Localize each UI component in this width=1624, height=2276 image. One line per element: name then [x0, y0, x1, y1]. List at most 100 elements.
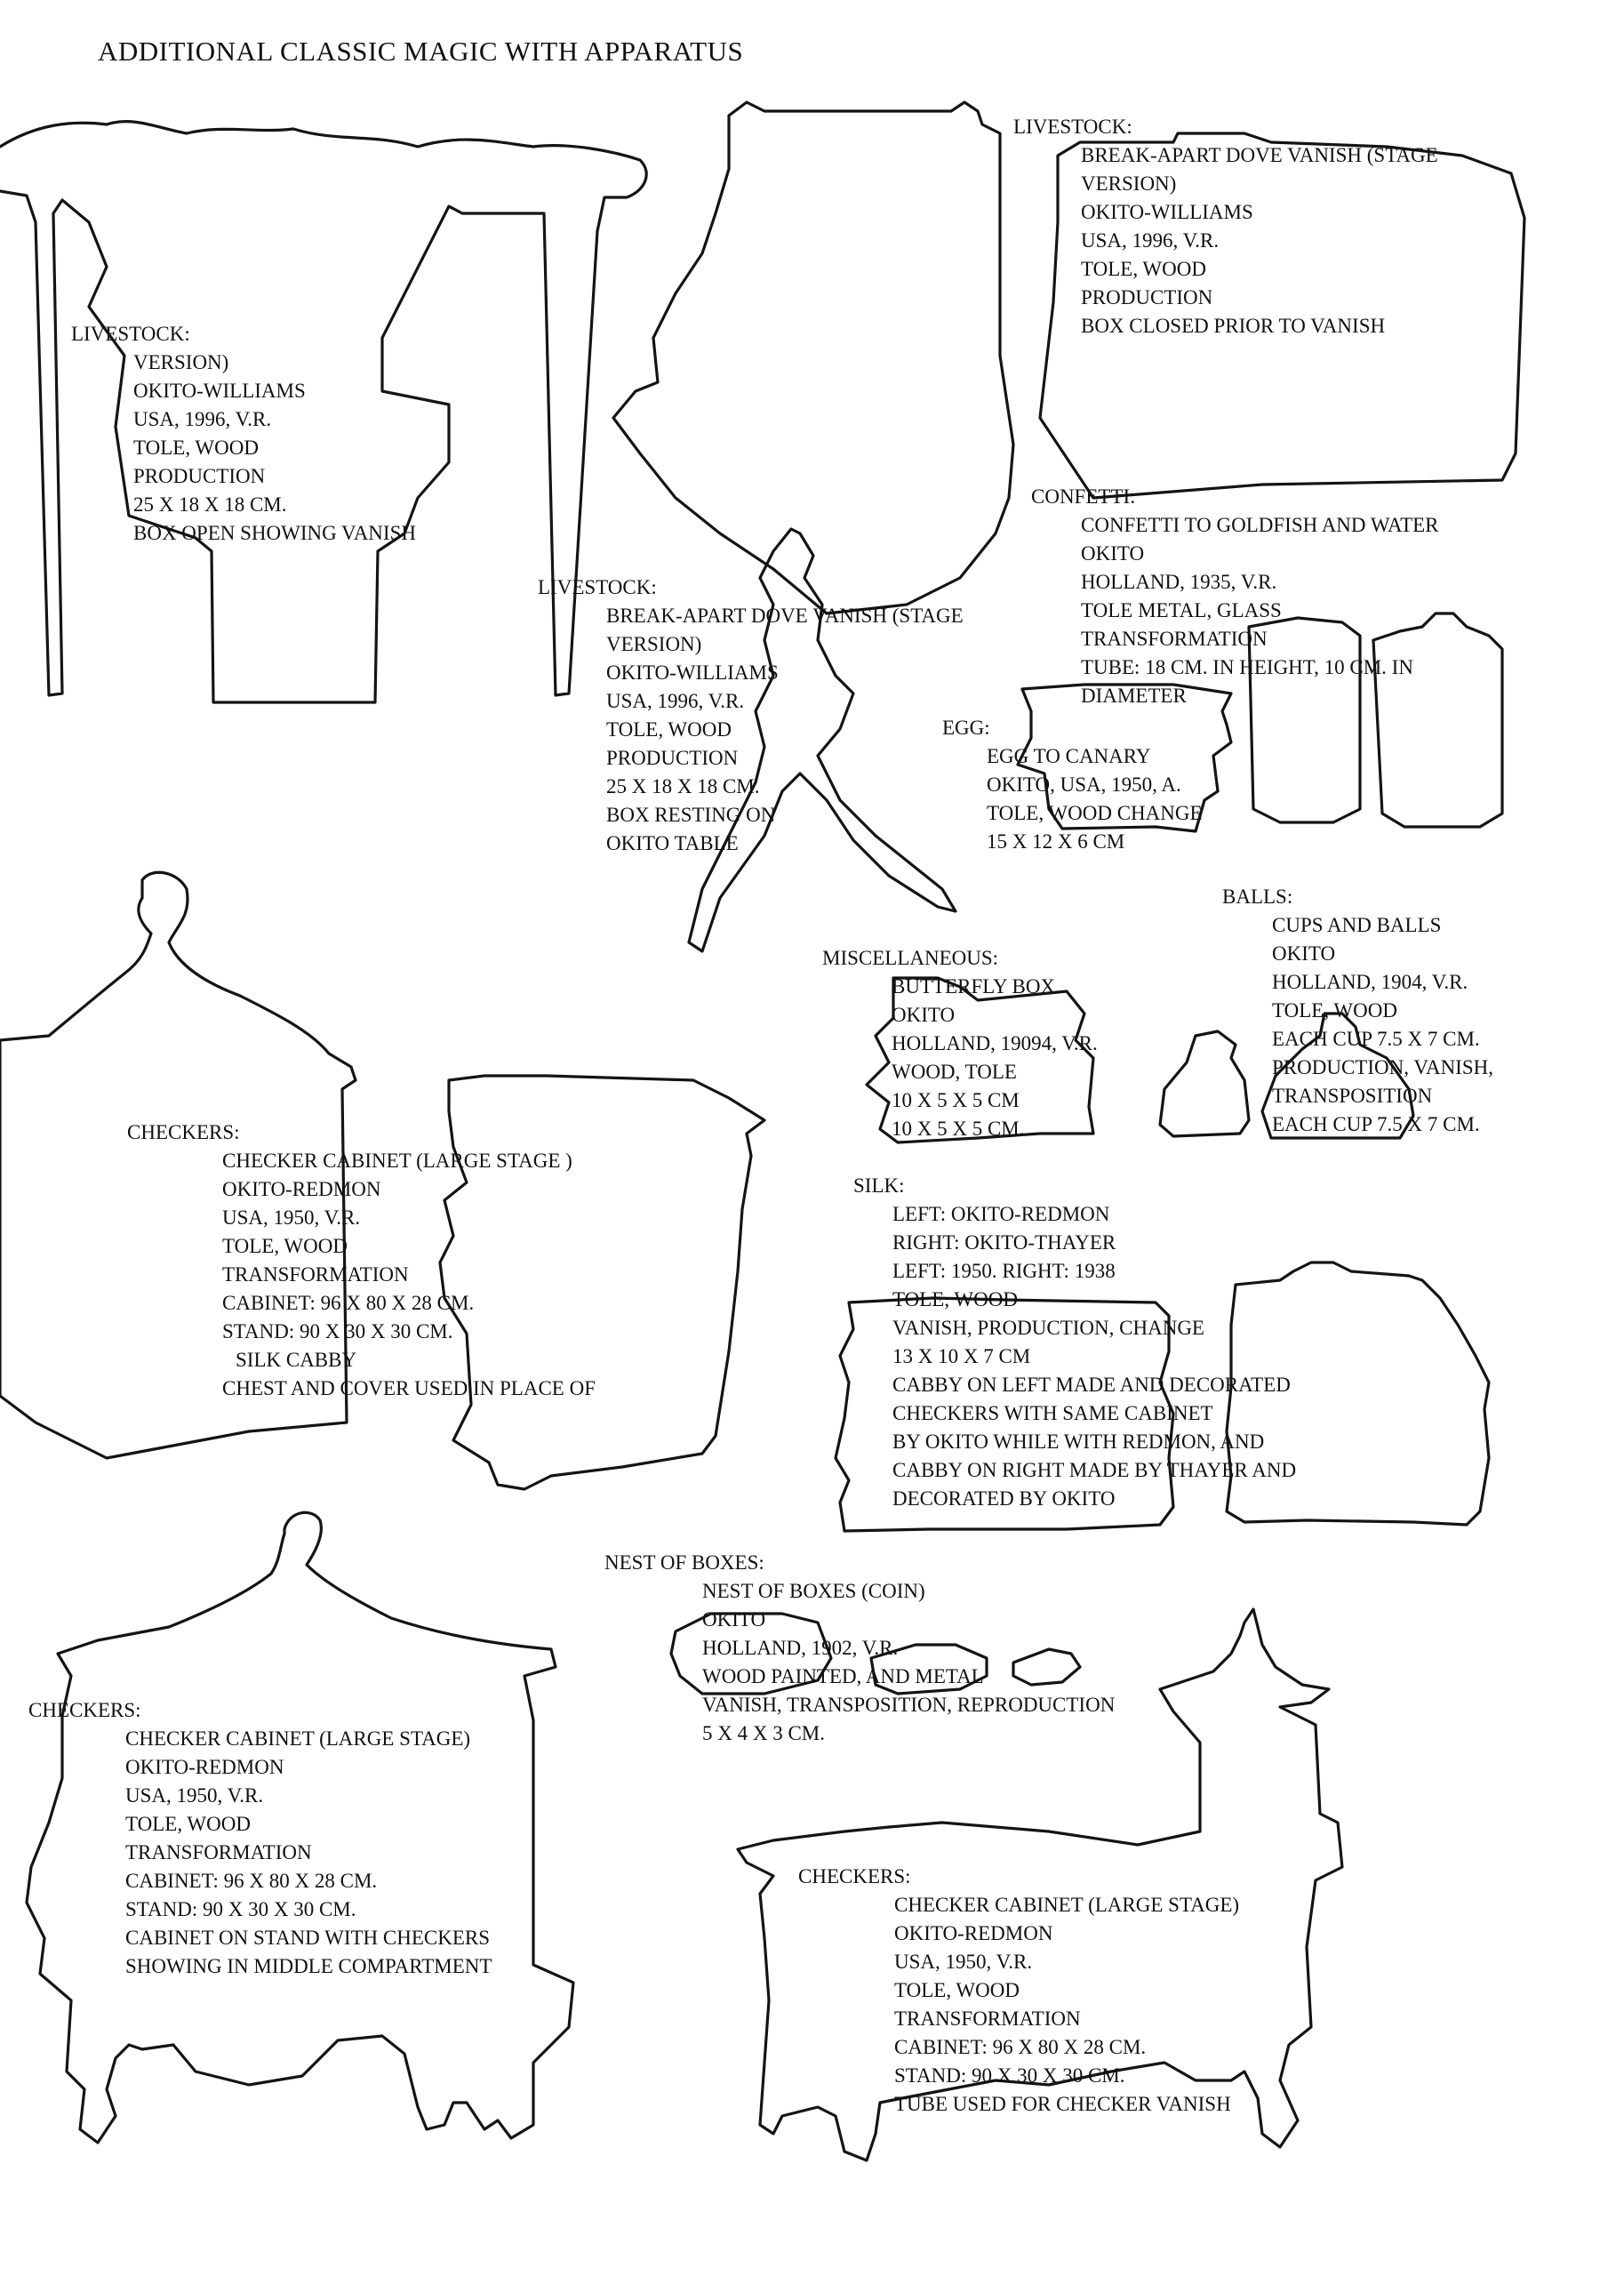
entry-line: TOLE, WOOD: [133, 437, 259, 459]
confetti-tube-left-outline: [1247, 616, 1362, 824]
entry-line: BREAK-APART DOVE VANISH (STAGE: [606, 605, 964, 627]
entry-line: VERSION): [606, 633, 702, 655]
entry-balls: BALLS: CUPS AND BALLS OKITO HOLLAND, 190…: [1222, 883, 1493, 1139]
confetti-tube-right-outline: [1372, 612, 1504, 829]
entry-line: BUTTERFLY BOX: [892, 975, 1056, 998]
cup-right-outline: [1260, 1012, 1415, 1140]
entry-line: PRODUCTION: [1081, 286, 1213, 309]
entry-details: LEFT: OKITO-REDMON RIGHT: OKITO-THAYER L…: [892, 1200, 1296, 1513]
entry-details: NEST OF BOXES (COIN) OKITO HOLLAND, 1902…: [702, 1577, 1115, 1748]
entry-line: USA, 1996, V.R.: [133, 408, 272, 430]
entry-line: EACH CUP 7.5 X 7 CM.: [1272, 1028, 1480, 1050]
entry-line: TUBE USED FOR CHECKER VANISH: [894, 2093, 1231, 2115]
silk-cabby-right-outline: [1225, 1261, 1491, 1527]
entry-line: HOLLAND, 1904, V.R.: [1272, 971, 1468, 993]
entry-details: CONFETTI TO GOLDFISH AND WATER OKITO HOL…: [1081, 511, 1439, 710]
butterfly-box-outline: [865, 976, 1095, 1144]
entry-line: HOLLAND, 1902, V.R.: [702, 1637, 899, 1659]
entry-category: CHECKERS:: [798, 1865, 911, 1887]
bottom-right-cabinet-outline: [736, 1607, 1344, 2162]
entry-details: EGG TO CANARY OKITO, USA, 1950, A. TOLE,…: [987, 742, 1203, 856]
nest-box-medium-outline: [869, 1643, 988, 1695]
entry-line: OKITO-REDMON: [125, 1756, 284, 1778]
entry-category: CONFETTI:: [1031, 485, 1136, 508]
entry-line: CABINET: 96 X 80 X 28 CM.: [222, 1292, 475, 1314]
entry-category: BALLS:: [1222, 886, 1293, 908]
nest-box-large-outline: [669, 1612, 833, 1695]
entry-category: MISCELLANEOUS:: [822, 947, 999, 969]
entry-category: NEST OF BOXES:: [604, 1551, 764, 1574]
entry-details: CHECKER CABINET (LARGE STAGE ) OKITO-RED…: [222, 1147, 596, 1403]
entry-line: USA, 1950, V.R.: [125, 1784, 264, 1807]
entry-line: TRANSFORMATION: [894, 2008, 1081, 2030]
entry-line: BOX OPEN SHOWING VANISH: [133, 522, 416, 544]
entry-category: SILK:: [853, 1174, 905, 1197]
entry-line: LEFT: 1950. RIGHT: 1938: [892, 1260, 1116, 1282]
silk-cabby-left-outline: [834, 1296, 1175, 1533]
entry-category: EGG:: [942, 717, 990, 739]
entry-line: CHECKER CABINET (LARGE STAGE): [125, 1727, 471, 1750]
entry-line: VANISH, TRANSPOSITION, REPRODUCTION: [702, 1694, 1116, 1716]
entry-checkers-cabinet: CHECKERS: CHECKER CABINET (LARGE STAGE )…: [127, 1118, 596, 1403]
entry-line: 25 X 18 X 18 CM.: [133, 493, 287, 516]
entry-line: PRODUCTION: [133, 465, 266, 487]
entry-line: RIGHT: OKITO-THAYER: [892, 1231, 1116, 1254]
entry-line: CUPS AND BALLS: [1272, 914, 1442, 936]
entry-line: VANISH, PRODUCTION, CHANGE: [892, 1317, 1204, 1339]
entry-category: CHECKERS:: [127, 1121, 240, 1143]
entry-line: USA, 1996, V.R.: [606, 690, 745, 712]
entry-line: HOLLAND, 1935, V.R.: [1081, 571, 1277, 593]
entry-details: BREAK-APART DOVE VANISH (STAGE VERSION) …: [1081, 141, 1438, 341]
entry-line: DECORATED BY OKITO: [892, 1487, 1116, 1510]
entry-line: VERSION): [1081, 172, 1177, 195]
entry-line: USA, 1950, V.R.: [222, 1206, 361, 1229]
entry-livestock-closed-box: LIVESTOCK: BREAK-APART DOVE VANISH (STAG…: [1013, 113, 1438, 341]
entry-category: LIVESTOCK:: [1013, 116, 1132, 138]
entry-line: 5 X 4 X 3 CM.: [702, 1722, 826, 1744]
entry-line: TOLE, WOOD: [1272, 999, 1397, 1022]
entry-line: 10 X 5 X 5 CM: [892, 1089, 1020, 1111]
entry-line: EGG TO CANARY: [987, 745, 1151, 767]
entry-line: CONFETTI TO GOLDFISH AND WATER: [1081, 514, 1439, 536]
entry-line: EACH CUP 7.5 X 7 CM.: [1272, 1113, 1480, 1135]
entry-line: TOLE, WOOD: [892, 1288, 1018, 1310]
entry-line: USA, 1950, V.R.: [894, 1951, 1033, 1973]
entry-line: CHEST AND COVER USED IN PLACE OF: [222, 1377, 596, 1399]
entry-line: TRANSFORMATION: [1081, 628, 1268, 650]
entry-line: TOLE, WOOD CHANGE: [987, 802, 1203, 824]
entry-line: OKITO, USA, 1950, A.: [987, 773, 1181, 796]
entry-category: LIVESTOCK:: [538, 576, 657, 598]
entry-line: TOLE, WOOD: [894, 1979, 1020, 2001]
entry-line: 13 X 10 X 7 CM: [892, 1345, 1031, 1367]
entry-line: OKITO-WILLIAMS: [133, 380, 306, 402]
entry-line: TOLE, WOOD: [222, 1235, 348, 1257]
dove-box-outline: [612, 100, 1015, 615]
entry-line: SILK CABBY: [236, 1349, 357, 1371]
entry-line: OKITO: [1081, 542, 1145, 565]
entry-line: PRODUCTION, VANISH,: [1272, 1056, 1493, 1078]
bottom-cabinet-outline: [25, 1511, 575, 2144]
entry-line: OKITO-REDMON: [894, 1922, 1053, 1944]
entry-line: TRANSFORMATION: [222, 1263, 409, 1286]
checker-cabinet-outline: [0, 870, 357, 1460]
entry-miscellaneous: MISCELLANEOUS: BUTTERFLY BOX OKITO HOLLA…: [822, 944, 1098, 1143]
entry-line: TRANSFORMATION: [125, 1841, 312, 1863]
entry-line: OKITO TABLE: [606, 832, 739, 854]
entry-line: VERSION): [133, 351, 229, 373]
entry-details: CUPS AND BALLS OKITO HOLLAND, 1904, V.R.…: [1272, 911, 1493, 1139]
entry-line: CABBY ON LEFT MADE AND DECORATED: [892, 1374, 1291, 1396]
closed-box-outline: [1038, 132, 1526, 500]
entry-line: CHECKER CABINET (LARGE STAGE ): [222, 1150, 572, 1172]
entry-line: TOLE METAL, GLASS: [1081, 599, 1282, 621]
entry-line: OKITO-WILLIAMS: [1081, 201, 1253, 223]
entry-line: STAND: 90 X 30 X 30 CM.: [125, 1898, 356, 1920]
entry-line: LEFT: OKITO-REDMON: [892, 1203, 1110, 1225]
entry-confetti: CONFETTI: CONFETTI TO GOLDFISH AND WATER…: [1031, 483, 1439, 710]
entry-line: CABINET ON STAND WITH CHECKERS: [125, 1927, 491, 1949]
checker-stand-outline: [438, 1074, 766, 1491]
entry-line: BOX RESTING ON: [606, 804, 776, 826]
entry-line: HOLLAND, 19094, V.R.: [892, 1032, 1098, 1054]
entry-line: TOLE, WOOD: [125, 1813, 251, 1835]
entry-line: CHECKER CABINET (LARGE STAGE): [894, 1894, 1240, 1916]
entry-nest-of-boxes: NEST OF BOXES: NEST OF BOXES (COIN) OKIT…: [604, 1549, 1115, 1748]
